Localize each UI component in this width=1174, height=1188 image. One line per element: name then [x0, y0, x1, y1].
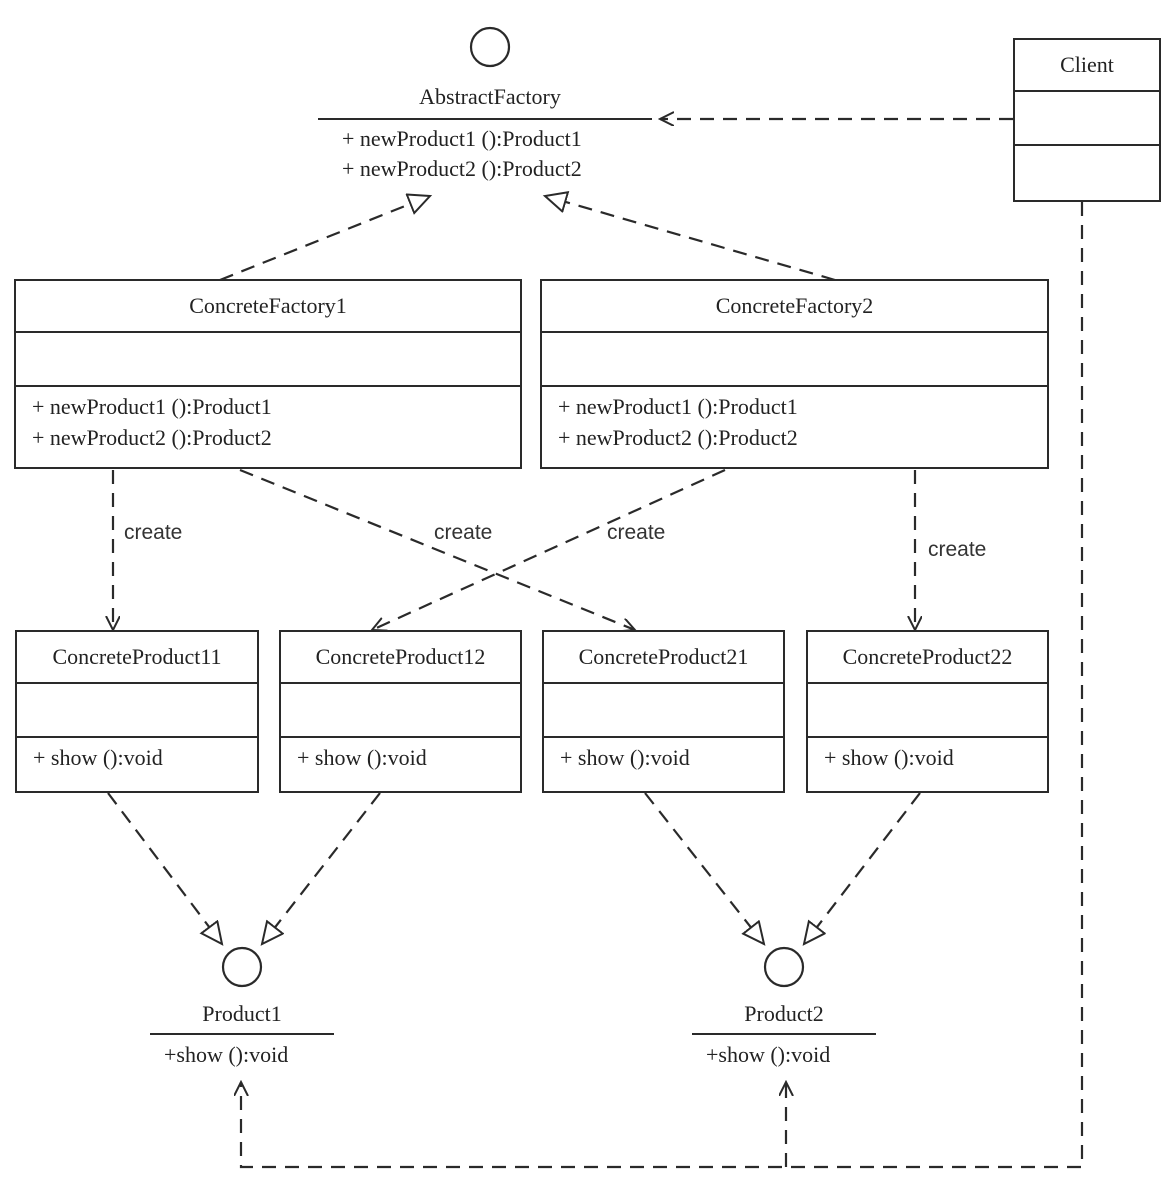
- concretefactory2-operation-2: + newProduct2 ():Product2: [558, 425, 798, 450]
- client-attributes: [1015, 92, 1159, 146]
- concreteproduct11-attributes: [17, 684, 257, 738]
- concretefactory1-class: ConcreteFactory1 + newProduct1 ():Produc…: [14, 279, 522, 469]
- concretefactory1-attributes: [16, 333, 520, 387]
- abstractfactory-operation-2: + newProduct2 ():Product2: [342, 156, 582, 181]
- concretefactory2-name: ConcreteFactory2: [542, 281, 1047, 333]
- concreteproduct12-operations: + show ():void: [281, 738, 520, 773]
- abstractfactory-name: AbstractFactory: [419, 84, 561, 109]
- concreteproduct22-operation: + show ():void: [824, 745, 954, 770]
- concretefactory2-operation-1: + newProduct1 ():Product1: [558, 394, 798, 419]
- product1-operation: +show ():void: [164, 1042, 289, 1067]
- create-label-2: create: [434, 521, 493, 544]
- concretefactory1-operations: + newProduct1 ():Product1 + newProduct2 …: [16, 387, 520, 453]
- realization-p12-product1: [262, 792, 381, 944]
- concretefactory2-operations: + newProduct1 ():Product1 + newProduct2 …: [542, 387, 1047, 453]
- concreteproduct12-class: ConcreteProduct12 + show ():void: [279, 630, 522, 793]
- product2-interface-icon: [763, 946, 805, 988]
- create-label-1: create: [124, 521, 183, 544]
- concreteproduct22-operations: + show ():void: [808, 738, 1047, 773]
- concreteproduct12-attributes: [281, 684, 520, 738]
- abstractfactory-interface-icon: [469, 26, 511, 68]
- concreteproduct21-class: ConcreteProduct21 + show ():void: [542, 630, 785, 793]
- concreteproduct11-operations: + show ():void: [17, 738, 257, 773]
- create-f1-p21: [239, 468, 635, 630]
- concretefactory2-attributes: [542, 333, 1047, 387]
- realization-factory2-abstractfactory: [545, 196, 836, 282]
- realization-factory1-abstractfactory: [219, 196, 430, 282]
- create-label-3: create: [607, 521, 666, 544]
- concreteproduct22-attributes: [808, 684, 1047, 738]
- concreteproduct22-name: ConcreteProduct22: [808, 632, 1047, 684]
- concreteproduct11-name: ConcreteProduct11: [17, 632, 257, 684]
- concreteproduct22-class: ConcreteProduct22 + show ():void: [806, 630, 1049, 793]
- concreteproduct11-class: ConcreteProduct11 + show ():void: [15, 630, 259, 793]
- realization-p11-product1: [107, 792, 222, 944]
- client-name: Client: [1015, 40, 1159, 92]
- concreteproduct11-operation: + show ():void: [33, 745, 163, 770]
- client-class: Client: [1013, 38, 1161, 202]
- concreteproduct21-operation: + show ():void: [560, 745, 690, 770]
- concreteproduct21-attributes: [544, 684, 783, 738]
- product1-name: Product1: [202, 1001, 282, 1026]
- concreteproduct21-operations: + show ():void: [544, 738, 783, 773]
- concretefactory1-operation-1: + newProduct1 ():Product1: [32, 394, 272, 419]
- concretefactory1-name: ConcreteFactory1: [16, 281, 520, 333]
- concreteproduct12-operation: + show ():void: [297, 745, 427, 770]
- product2-name: Product2: [744, 1001, 824, 1026]
- realization-p22-product2: [804, 792, 921, 944]
- concreteproduct21-name: ConcreteProduct21: [544, 632, 783, 684]
- dependency-client-products: [241, 202, 1084, 1169]
- concretefactory1-operation-2: + newProduct2 ():Product2: [32, 425, 272, 450]
- create-f2-p12: [372, 468, 726, 630]
- concreteproduct12-name: ConcreteProduct12: [281, 632, 520, 684]
- abstractfactory-operation-1: + newProduct1 ():Product1: [342, 126, 582, 151]
- realization-p21-product2: [644, 792, 764, 944]
- concretefactory2-class: ConcreteFactory2 + newProduct1 ():Produc…: [540, 279, 1049, 469]
- product1-interface-icon: [221, 946, 263, 988]
- product2-operation: +show ():void: [706, 1042, 831, 1067]
- create-label-4: create: [928, 538, 987, 561]
